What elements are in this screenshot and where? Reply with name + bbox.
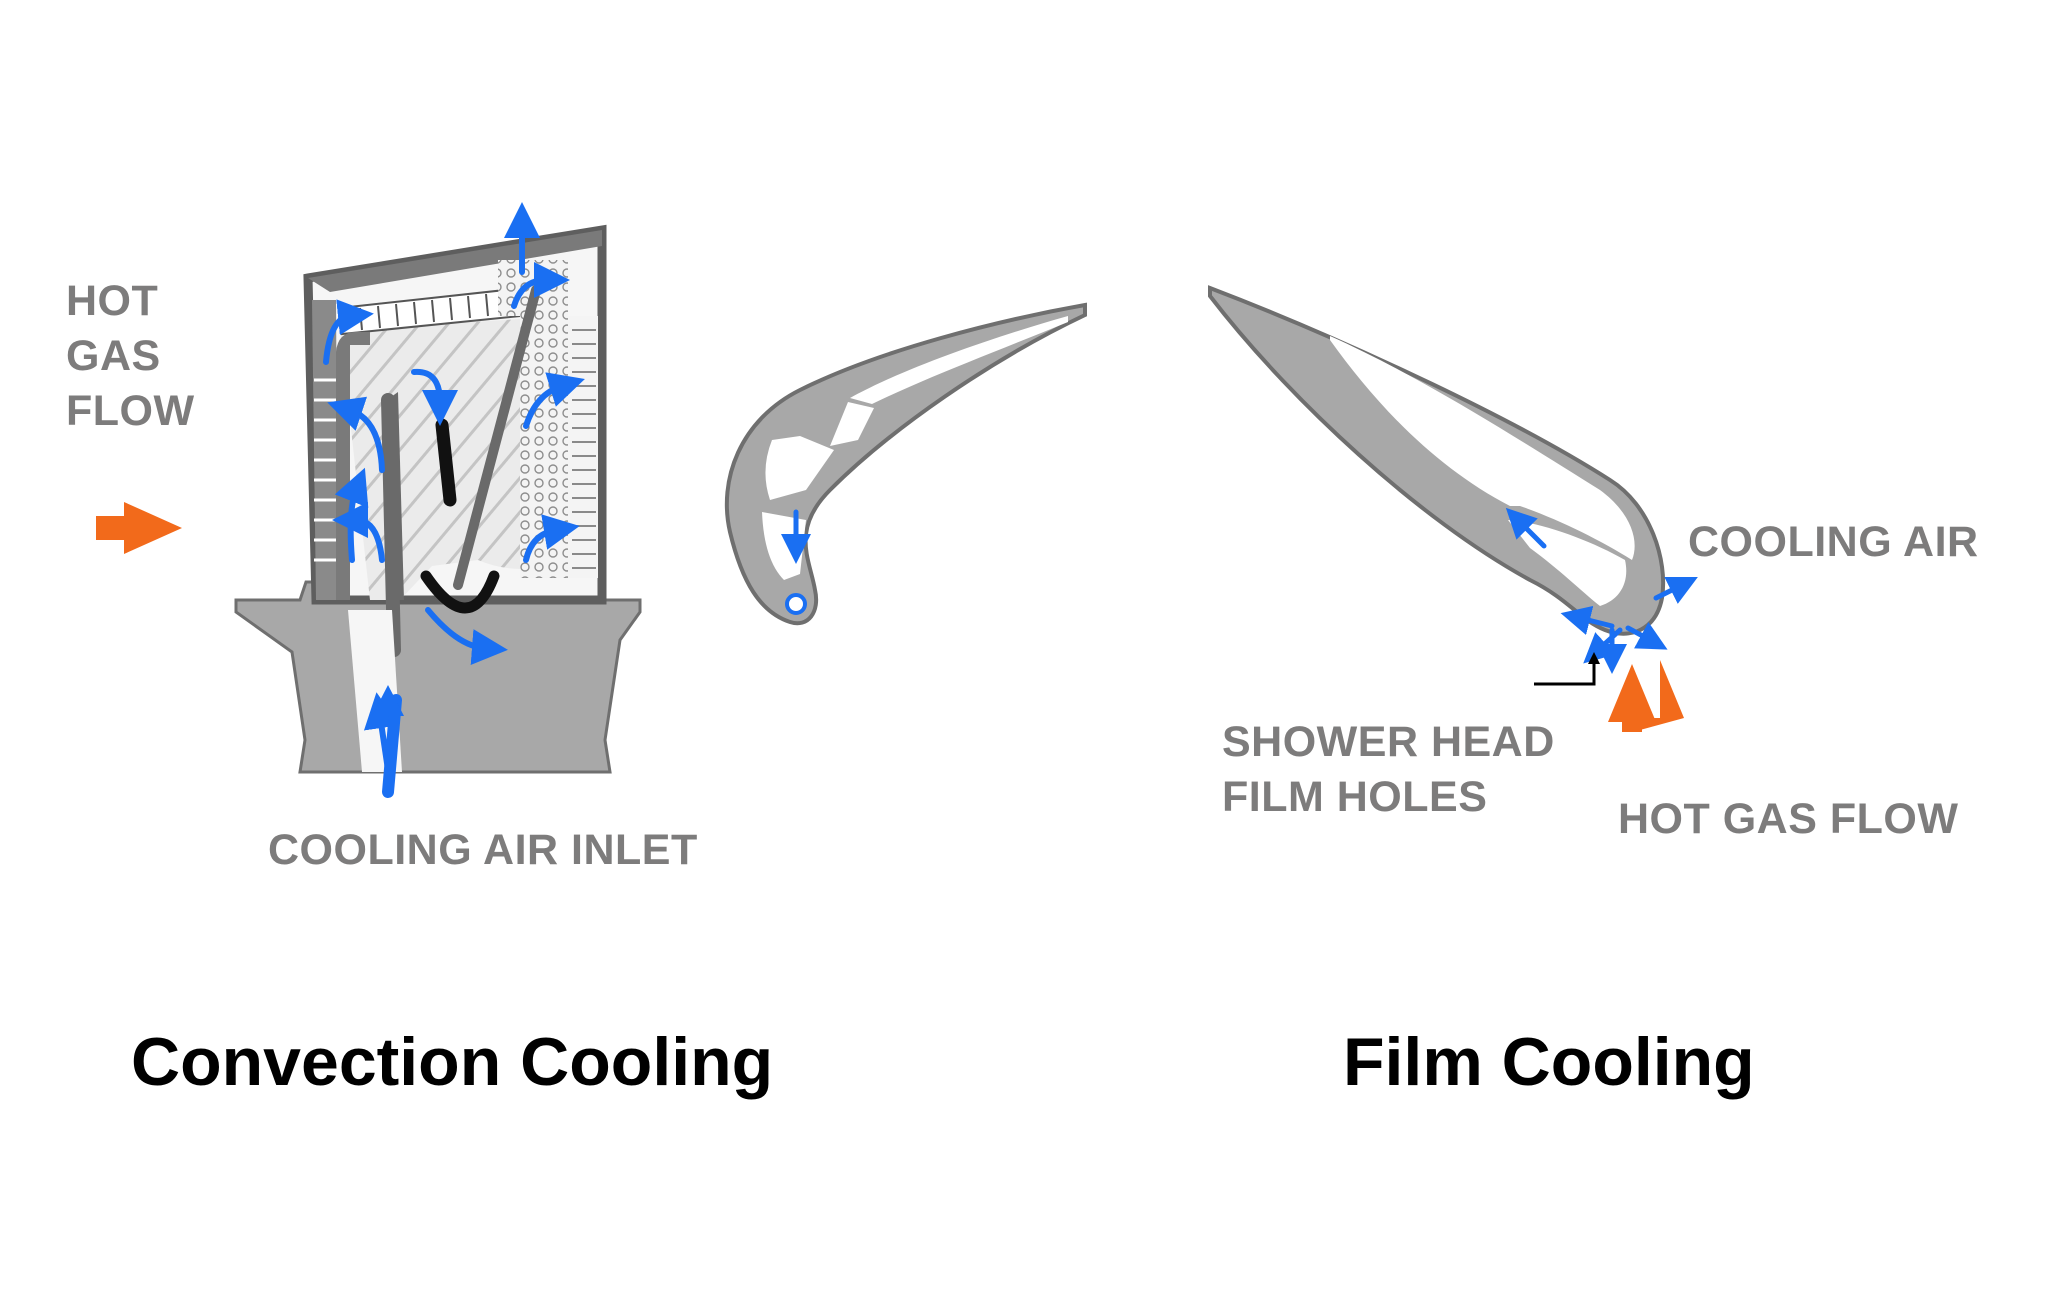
hot-gas-line: FLOW xyxy=(66,387,195,435)
airfoil-cross-section-icon xyxy=(1208,285,1666,636)
convection-cooling-caption: Convection Cooling xyxy=(131,1024,774,1100)
hot-gas-flow-label-right: HOT GAS FLOW xyxy=(1618,795,1959,843)
hot-gas-flow-label: HOT GAS FLOW xyxy=(66,274,195,439)
cooling-air-inlet-label: COOLING AIR INLET xyxy=(268,826,698,874)
cooling-air-label: COOLING AIR xyxy=(1688,518,1979,566)
film-cooling-caption: Film Cooling xyxy=(1343,1024,1755,1100)
airfoil-cross-section-icon xyxy=(724,302,1087,626)
hot-gas-arrow-icon xyxy=(96,502,182,554)
shower-head-label: SHOWER HEAD FILM HOLES xyxy=(1222,715,1555,825)
hot-gas-line: HOT xyxy=(66,277,159,325)
shower-head-line: SHOWER HEAD xyxy=(1222,718,1555,766)
turbine-blade-section-icon xyxy=(234,224,642,774)
shower-head-line: FILM HOLES xyxy=(1222,773,1488,821)
hot-gas-arrow-icon xyxy=(1608,660,1684,732)
hot-gas-line: GAS xyxy=(66,332,161,380)
cooling-arrow-icon xyxy=(323,202,585,793)
